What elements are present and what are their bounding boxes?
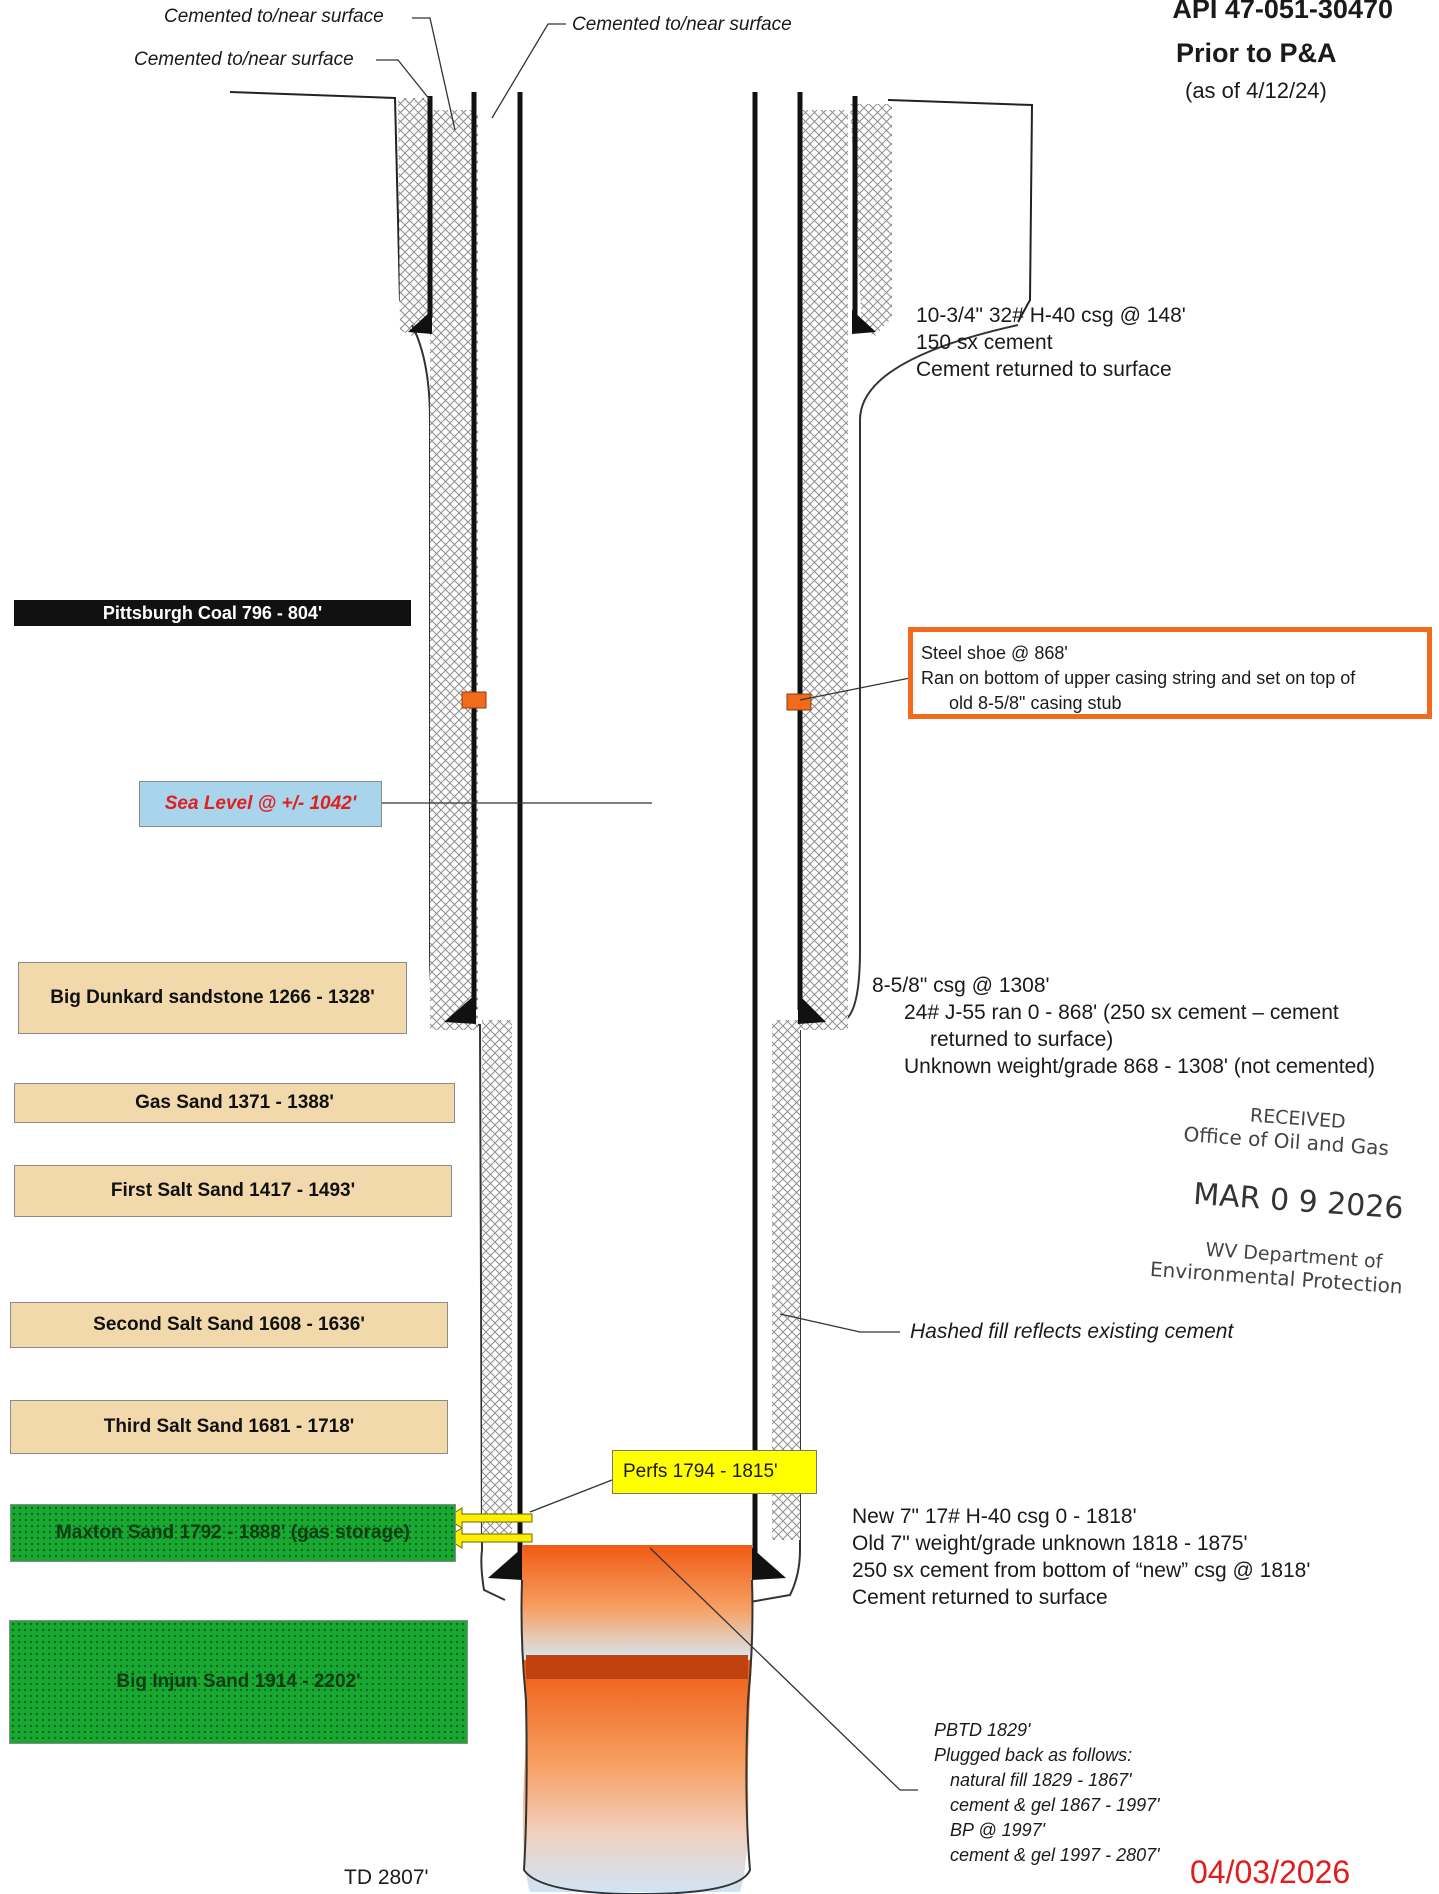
- ground-surface-left: [229, 91, 413, 321]
- steel-shoe-note: Steel shoe @ 868' Ran on bottom of upper…: [908, 627, 1432, 719]
- hashed-fill-note: Hashed fill reflects existing cement: [910, 1320, 1234, 1343]
- casing-858-line4: Unknown weight/grade 868 - 1308' (not ce…: [904, 1055, 1375, 1078]
- leader-cemented-1: [412, 17, 456, 131]
- casing-1034-line3: Cement returned to surface: [916, 358, 1172, 381]
- casing-7-line2: Old 7" weight/grade unknown 1818 - 1875': [852, 1532, 1248, 1555]
- leader-cemented-3: [491, 23, 566, 119]
- hole-outline-right: [749, 324, 1019, 1603]
- shoe-858-left: [444, 994, 476, 1024]
- steel-shoe-left: [461, 691, 487, 709]
- cement-annulus-left-upper: [430, 110, 478, 1030]
- steel-shoe-right: [786, 693, 812, 711]
- casing-858-line1: 8-5/8" csg @ 1308': [872, 974, 1050, 997]
- shoe-7-left: [488, 1548, 522, 1580]
- casing-7-line4: Cement returned to surface: [852, 1586, 1108, 1609]
- casing-1034-line2: 150 sx cement: [916, 331, 1053, 354]
- cement-annulus-left-lower: [482, 1020, 512, 1540]
- leader-perfs: [529, 1479, 613, 1513]
- formation-pittsburgh-coal: Pittsburgh Coal 796 - 804': [14, 600, 411, 626]
- stamp-date: MAR 0 9 2026: [1192, 1176, 1405, 1227]
- ground-surface-right: [887, 99, 1034, 323]
- steel-shoe-line1: Steel shoe @ 868': [921, 643, 1068, 663]
- formation-first-salt-sand: First Salt Sand 1417 - 1493': [14, 1165, 452, 1217]
- casing-858-line3: returned to surface): [930, 1028, 1114, 1051]
- casing-7-line3: 250 sx cement from bottom of “new” csg @…: [852, 1559, 1311, 1582]
- pbtd-line4: cement & gel 1867 - 1997': [950, 1795, 1160, 1815]
- pbtd-note: PBTD 1829' Plugged back as follows: natu…: [934, 1718, 1160, 1868]
- casing-7-line1: New 7" 17# H-40 csg 0 - 1818': [852, 1505, 1137, 1528]
- casing-1034-note: 10-3/4" 32# H-40 csg @ 148' 150 sx cemen…: [916, 302, 1186, 383]
- casing-1034-line1: 10-3/4" 32# H-40 csg @ 148': [916, 304, 1186, 327]
- pbtd-line5: BP @ 1997': [950, 1820, 1046, 1840]
- plug-fill-upper: [522, 1545, 752, 1660]
- pbtd-line2: Plugged back as follows:: [934, 1745, 1133, 1765]
- td-outline: [520, 1579, 754, 1894]
- casing-858-line2: 24# J-55 ran 0 - 868' (250 sx cement – c…: [904, 1001, 1339, 1024]
- shoe-7-right: [752, 1548, 786, 1580]
- steel-shoe-line3: old 8-5/8" casing stub: [949, 693, 1122, 713]
- plug-fill-lower: [522, 1660, 752, 1892]
- received-stamp: RECEIVED Office of Oil and Gas MAR 0 9 2…: [1149, 1100, 1414, 1299]
- casing-7-note: New 7" 17# H-40 csg 0 - 1818' Old 7" wei…: [852, 1503, 1310, 1611]
- formation-maxton-sand: Maxton Sand 1792 - 1888' (gas storage): [10, 1504, 456, 1562]
- perfs-box: Perfs 1794 - 1815': [612, 1450, 817, 1494]
- label-cemented-surface-1: Cemented to/near surface: [164, 6, 384, 27]
- formation-second-salt-sand: Second Salt Sand 1608 - 1636': [10, 1302, 448, 1348]
- pbtd-line1: PBTD 1829': [934, 1720, 1031, 1740]
- shoe-1034-right: [852, 310, 876, 334]
- label-cemented-surface-2: Cemented to/near surface: [134, 49, 354, 70]
- leader-pbtd: [649, 1547, 918, 1791]
- pbtd-line6: cement & gel 1997 - 2807': [950, 1845, 1160, 1865]
- formation-third-salt-sand: Third Salt Sand 1681 - 1718': [10, 1400, 448, 1454]
- steel-shoe-line2: Ran on bottom of upper casing string and…: [921, 668, 1356, 688]
- casing-858-note: 8-5/8" csg @ 1308' 24# J-55 ran 0 - 868'…: [872, 972, 1375, 1080]
- formation-big-dunkard: Big Dunkard sandstone 1266 - 1328': [18, 962, 407, 1034]
- leader-hashed-note: [779, 1313, 900, 1333]
- bridge-plug: [526, 1655, 748, 1679]
- shoe-1034-left: [408, 310, 432, 334]
- cement-annulus-right-upper: [800, 110, 848, 1030]
- as-of-date: (as of 4/12/24): [1185, 78, 1327, 103]
- sea-level-box: Sea Level @ +/- 1042': [139, 781, 382, 827]
- well-status-title: Prior to P&A: [1176, 38, 1337, 68]
- footer-date: 04/03/2026: [1190, 1854, 1351, 1890]
- leader-steel-shoe: [799, 677, 911, 701]
- shoe-858-right: [798, 994, 826, 1024]
- surface-cement-left: [398, 98, 430, 336]
- surface-cement-right: [850, 104, 892, 336]
- total-depth-label: TD 2807': [344, 1866, 429, 1889]
- api-number: API 47-051-30470: [1172, 0, 1393, 24]
- formation-gas-sand: Gas Sand 1371 - 1388': [14, 1083, 455, 1123]
- formation-big-injun-sand: Big Injun Sand 1914 - 2202': [9, 1620, 468, 1744]
- label-cemented-surface-3: Cemented to/near surface: [572, 14, 792, 35]
- leader-cemented-2: [376, 59, 431, 101]
- pbtd-line3: natural fill 1829 - 1867': [950, 1770, 1132, 1790]
